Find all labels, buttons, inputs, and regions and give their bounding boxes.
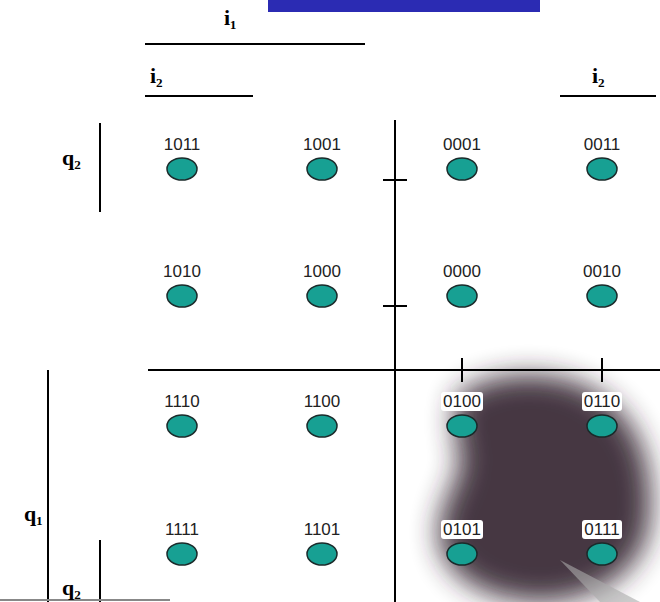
dot-symbol bbox=[445, 412, 479, 438]
minterm-code: 0101 bbox=[441, 520, 483, 539]
dot-symbol bbox=[165, 540, 199, 566]
dot-symbol bbox=[305, 412, 339, 438]
dot-symbol bbox=[585, 412, 619, 438]
minterm-dot: 0010 bbox=[577, 262, 627, 308]
minterm-code: 1110 bbox=[162, 392, 201, 411]
minterm-dot: 1100 bbox=[298, 392, 347, 438]
minterm-dot: 0000 bbox=[437, 262, 487, 308]
minterm-dot: 0100 bbox=[437, 392, 487, 438]
minterm-code: 0010 bbox=[581, 262, 623, 281]
edge-line bbox=[0, 599, 170, 601]
minterm-code: 0001 bbox=[441, 135, 483, 154]
dot-symbol bbox=[585, 282, 619, 308]
dot-symbol bbox=[585, 155, 619, 181]
dot-symbol bbox=[305, 540, 339, 566]
dot-symbol bbox=[165, 282, 199, 308]
title-bar bbox=[268, 0, 540, 12]
minterm-code: 0000 bbox=[441, 262, 483, 281]
minterm-code: 1011 bbox=[162, 135, 203, 154]
minterm-dot: 1101 bbox=[298, 520, 347, 566]
minterm-dot: 1111 bbox=[159, 520, 206, 566]
minterm-code: 0100 bbox=[441, 392, 483, 411]
minterm-dot: 1011 bbox=[158, 135, 207, 181]
minterm-dot: 1110 bbox=[158, 392, 206, 438]
dot-symbol bbox=[165, 155, 199, 181]
minterm-dot: 0110 bbox=[578, 392, 627, 438]
dot-symbol bbox=[445, 282, 479, 308]
minterm-dot: 0101 bbox=[437, 520, 487, 566]
variable-label: i₂ bbox=[592, 64, 605, 88]
minterm-code: 1001 bbox=[301, 135, 343, 154]
variable-label: i₁ bbox=[224, 6, 237, 30]
variable-label: q₁ bbox=[24, 502, 43, 526]
dot-symbol bbox=[305, 282, 339, 308]
shadow-blob bbox=[439, 375, 651, 602]
variable-label: q₂ bbox=[62, 576, 81, 600]
minterm-code: 1100 bbox=[302, 392, 343, 411]
dot-symbol bbox=[305, 155, 339, 181]
minterm-dot: 1001 bbox=[297, 135, 347, 181]
dot-symbol bbox=[165, 412, 199, 438]
dot-symbol bbox=[445, 155, 479, 181]
dot-symbol bbox=[585, 540, 619, 566]
minterm-dot: 1000 bbox=[297, 262, 347, 308]
minterm-dot: 0011 bbox=[578, 135, 627, 181]
minterm-code: 0011 bbox=[582, 135, 623, 154]
minterm-code: 1000 bbox=[301, 262, 343, 281]
minterm-code: 0110 bbox=[582, 392, 623, 411]
variable-label: q₂ bbox=[62, 146, 81, 170]
variable-label: i₂ bbox=[150, 64, 163, 88]
minterm-dot: 0111 bbox=[578, 520, 626, 566]
minterm-code: 1101 bbox=[302, 520, 343, 539]
dot-symbol bbox=[445, 540, 479, 566]
minterm-dot: 0001 bbox=[437, 135, 487, 181]
minterm-code: 1111 bbox=[163, 520, 201, 539]
pointer-shadow bbox=[560, 560, 640, 602]
minterm-code: 0111 bbox=[582, 520, 621, 539]
minterm-code: 1010 bbox=[161, 262, 203, 281]
bracket-lines bbox=[48, 44, 660, 602]
minterm-dot: 1010 bbox=[157, 262, 207, 308]
